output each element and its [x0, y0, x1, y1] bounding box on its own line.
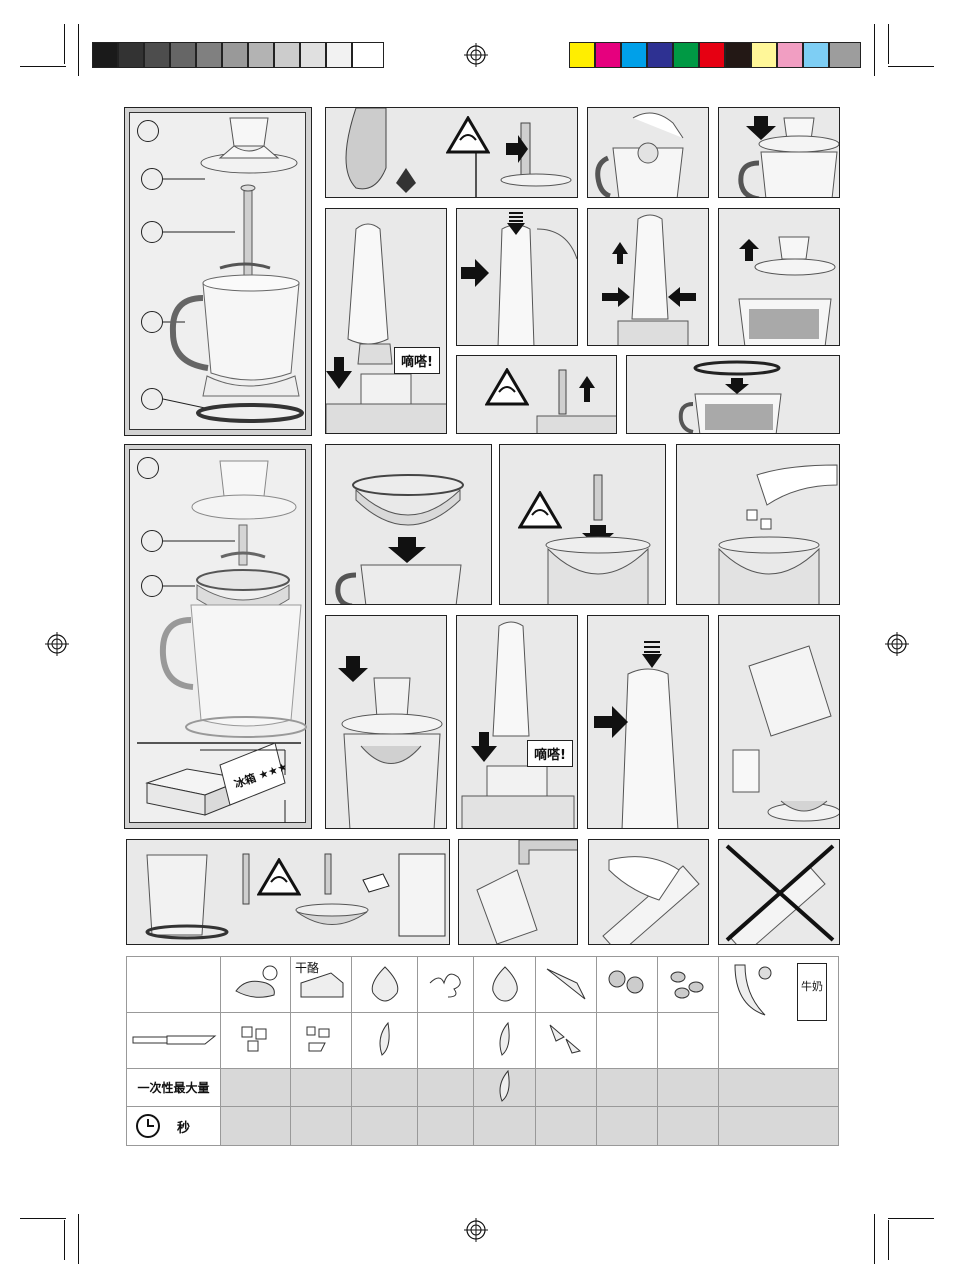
carrot-pieces-icon [544, 1019, 588, 1059]
step-panel-place-lid [718, 107, 840, 198]
step-panel-add-ice [676, 444, 840, 605]
swatch [725, 42, 751, 68]
onion-icon [365, 963, 405, 1003]
step-panel-attach-motor: 嘀嗒! [325, 208, 447, 434]
sharp-blade-warning-icon [257, 858, 301, 896]
knife-icon [129, 1029, 219, 1049]
clock-icon [135, 1113, 161, 1139]
cubes-icon [236, 1021, 276, 1057]
step-panel-press-button [456, 208, 578, 346]
registration-mark-icon [464, 1218, 488, 1242]
cleaning-dishwasher-panel [126, 839, 450, 945]
step-panel-lift-blade [456, 355, 617, 434]
step-panel-insert-bowl [325, 444, 492, 605]
step-panel-pour-ice [718, 615, 840, 829]
step-panel-attach-motor-crusher: 嘀嗒! [456, 615, 578, 829]
table-row: 秒 [127, 1107, 839, 1146]
crusher-parts-panel: 冰箱 ★★★ [124, 444, 312, 829]
swatch [673, 42, 699, 68]
swatch [621, 42, 647, 68]
chopper-parts-illustration [125, 108, 312, 436]
meat-icon [230, 963, 282, 1003]
swatch [352, 42, 384, 68]
click-sound-label: 嘀嗒! [394, 347, 440, 374]
max-quantity-label: 一次性最大量 [127, 1069, 221, 1107]
fruit-milk-icon [729, 959, 799, 1019]
registration-mark-icon [464, 43, 488, 67]
seconds-label: 秒 [177, 1117, 190, 1136]
milk-carton-icon: 牛奶 [797, 963, 827, 1021]
swatch [647, 42, 673, 68]
cheese-label: 干酪 [295, 959, 319, 976]
processing-table: 干酪 牛奶 一次性最大量 秒 [126, 956, 839, 1146]
swatch [144, 42, 170, 68]
swatch [326, 42, 352, 68]
click-sound-label: 嘀嗒! [527, 740, 573, 767]
onion-slice-icon [370, 1019, 400, 1059]
swatch [274, 42, 300, 68]
garlic-clove-icon [490, 1019, 520, 1059]
step-panel-insert-ice-blade [499, 444, 666, 605]
swatch [569, 42, 595, 68]
swatch [777, 42, 803, 68]
table-row: 一次性最大量 [127, 1069, 839, 1107]
milk-label: 牛奶 [798, 978, 826, 994]
cheese-pieces-icon [301, 1021, 341, 1057]
registration-mark-icon [45, 632, 69, 656]
carrot-icon [541, 963, 591, 1003]
swatch [829, 42, 861, 68]
table-row: 干酪 牛奶 [127, 957, 839, 1013]
step-panel-add-herbs [587, 107, 709, 198]
step-panel-insert-blade [325, 107, 578, 198]
swatch [118, 42, 144, 68]
cleaning-no-water-panel [718, 839, 840, 945]
garlic-clove-icon [492, 1069, 518, 1103]
chopper-parts-panel [124, 107, 312, 436]
step-panel-press-crusher [587, 615, 709, 829]
swatch [300, 42, 326, 68]
swatch [196, 42, 222, 68]
swatch [751, 42, 777, 68]
cleaning-wipe-motor-panel [588, 839, 709, 945]
swatch [699, 42, 725, 68]
registration-mark-icon [885, 632, 909, 656]
almonds-icon [664, 963, 712, 1003]
swatch [595, 42, 621, 68]
garlic-icon [485, 963, 525, 1003]
step-panel-remove-lid [718, 208, 840, 346]
swatch [92, 42, 118, 68]
swatch [803, 42, 829, 68]
nuts-icon [603, 963, 651, 1003]
swatch [222, 42, 248, 68]
step-panel-storage-lid [626, 355, 840, 434]
swatch [170, 42, 196, 68]
swatch [248, 42, 274, 68]
cleaning-rinse-lid-panel [458, 839, 578, 945]
herbs-icon [424, 963, 468, 1003]
step-panel-release-motor [587, 208, 709, 346]
sharp-blade-warning-icon [446, 116, 490, 154]
step-panel-crusher-lid [325, 615, 447, 829]
